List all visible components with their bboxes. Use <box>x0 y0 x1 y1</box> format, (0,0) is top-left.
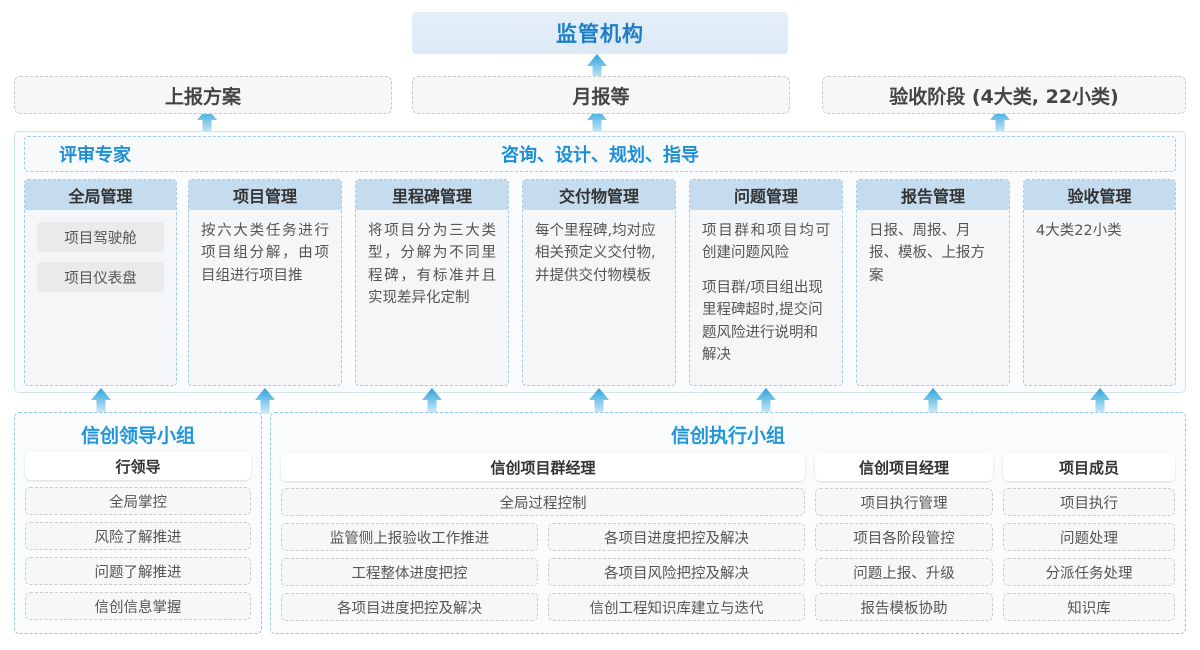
pm-task-1: 项目各阶段管控 <box>815 523 993 551</box>
leader-task-2: 问题了解推进 <box>25 557 251 585</box>
leader-group-title: 信创领导小组 <box>80 425 195 447</box>
pgm-task-row-2: 工程整体进度把控 各项目风险把控及解决 <box>281 558 805 586</box>
leader-task-0: 全局掌控 <box>25 487 251 515</box>
regulator-box: 监管机构 <box>412 12 788 54</box>
channel-box-plan: 上报方案 <box>14 76 392 114</box>
pill-dashboard: 项目仪表盘 <box>37 262 164 292</box>
member-task-1: 问题处理 <box>1003 523 1175 551</box>
regulator-label: 监管机构 <box>556 22 644 46</box>
pgm-left-task-0: 监管侧上报验收工作推进 <box>281 523 538 551</box>
mgmt-body-project: 按六大类任务进行项目组分解，由项目组进行项目推 <box>189 210 341 287</box>
mgmt-body-milestone: 将项目分为三大类型，分解为不同里程碑，有标准并且实现差异化定制 <box>356 210 508 310</box>
mgmt-text-report: 日报、周报、月报、模板、上报方案 <box>869 223 985 284</box>
mgmt-text-issue-1: 项目群和项目均可创建问题风险 <box>702 223 830 262</box>
mgmt-column-milestone: 里程碑管理 将项目分为三大类型，分解为不同里程碑，有标准并且实现差异化定制 <box>355 179 509 386</box>
mgmt-column-acceptance: 验收管理 4大类22小类 <box>1023 179 1176 386</box>
channel-label-accept: 验收阶段 (4大类, 22小类) <box>889 85 1119 108</box>
mgmt-body-global: 项目驾驶舱 项目仪表盘 <box>25 210 176 292</box>
mgmt-body-acceptance: 4大类22小类 <box>1024 210 1175 242</box>
mgmt-body-deliverable: 每个里程碑,均对应相关预定义交付物,并提供交付物模板 <box>523 210 675 287</box>
mgmt-column-issue: 问题管理 项目群和项目均可创建问题风险 项目群/项目组出现里程碑超时,提交问题风… <box>689 179 843 386</box>
pm-task-2: 问题上报、升级 <box>815 558 993 586</box>
mgmt-column-report: 报告管理 日报、周报、月报、模板、上报方案 <box>856 179 1010 386</box>
leader-group-body: 行领导 全局掌控 风险了解推进 问题了解推进 信创信息掌握 <box>15 452 261 620</box>
arrow-up-icon-col7 <box>1089 388 1111 414</box>
channel-label-month: 月报等 <box>572 85 630 108</box>
leader-group-panel: 信创领导小组 行领导 全局掌控 风险了解推进 问题了解推进 信创信息掌握 <box>14 412 262 634</box>
middle-header-band: 评审专家 咨询、设计、规划、指导 <box>24 136 1176 172</box>
mgmt-text-deliverable: 每个里程碑,均对应相关预定义交付物,并提供交付物模板 <box>535 223 656 284</box>
pgm-right-task-0: 各项目进度把控及解决 <box>548 523 805 551</box>
mgmt-title-issue: 问题管理 <box>690 180 842 210</box>
mgmt-body-report: 日报、周报、月报、模板、上报方案 <box>857 210 1009 287</box>
member-task-2: 分派任务处理 <box>1003 558 1175 586</box>
pm-task-0: 项目执行管理 <box>815 488 993 516</box>
mgmt-title-deliverable: 交付物管理 <box>523 180 675 210</box>
pill-cockpit: 项目驾驶舱 <box>37 222 164 252</box>
arrow-up-icon-col6 <box>922 388 944 414</box>
exec-group-columns: 信创项目群经理 全局过程控制 监管侧上报验收工作推进 各项目进度把控及解决 工程… <box>281 453 1175 621</box>
exec-column-project-member: 项目成员 项目执行 问题处理 分派任务处理 知识库 <box>1003 453 1175 621</box>
leader-task-1: 风险了解推进 <box>25 522 251 550</box>
arrow-up-icon-col4 <box>588 388 610 414</box>
review-expert-label: 评审专家 <box>59 145 131 166</box>
mgmt-text-acceptance: 4大类22小类 <box>1036 223 1122 239</box>
channel-box-accept: 验收阶段 (4大类, 22小类) <box>822 76 1186 114</box>
mgmt-column-global: 全局管理 项目驾驶舱 项目仪表盘 <box>24 179 177 386</box>
member-task-0: 项目执行 <box>1003 488 1175 516</box>
channel-box-month: 月报等 <box>412 76 790 114</box>
role-head-bank-leader: 行领导 <box>25 452 251 480</box>
arrow-up-icon-col1 <box>90 388 112 414</box>
leader-task-3: 信创信息掌握 <box>25 592 251 620</box>
mgmt-title-report: 报告管理 <box>857 180 1009 210</box>
mgmt-column-deliverable: 交付物管理 每个里程碑,均对应相关预定义交付物,并提供交付物模板 <box>522 179 676 386</box>
mgmt-title-global: 全局管理 <box>25 180 176 210</box>
arrow-up-icon-month-to-regulator <box>586 54 608 80</box>
exec-column-project-manager: 信创项目经理 项目执行管理 项目各阶段管控 问题上报、升级 报告模板协助 <box>815 453 993 621</box>
mgmt-text-project: 按六大类任务进行项目组分解，由项目组进行项目推 <box>201 223 329 284</box>
role-head-program-manager: 信创项目群经理 <box>281 453 805 481</box>
arrow-up-icon-col5 <box>755 388 777 414</box>
exec-column-program-manager: 信创项目群经理 全局过程控制 监管侧上报验收工作推进 各项目进度把控及解决 工程… <box>281 453 805 621</box>
arrow-up-icon-month <box>586 108 608 134</box>
pgm-task-row-1: 监管侧上报验收工作推进 各项目进度把控及解决 <box>281 523 805 551</box>
mgmt-title-acceptance: 验收管理 <box>1024 180 1175 210</box>
mgmt-title-project: 项目管理 <box>189 180 341 210</box>
pgm-right-task-1: 各项目风险把控及解决 <box>548 558 805 586</box>
pgm-left-task-1: 工程整体进度把控 <box>281 558 538 586</box>
arrow-up-icon-col3 <box>421 388 443 414</box>
arrow-up-icon-accept <box>989 108 1011 134</box>
role-head-project-member: 项目成员 <box>1003 453 1175 481</box>
exec-group-title: 信创执行小组 <box>670 425 785 447</box>
mgmt-text-issue-2: 项目群/项目组出现里程碑超时,提交问题风险进行说明和解决 <box>702 279 823 364</box>
role-head-project-manager: 信创项目经理 <box>815 453 993 481</box>
mgmt-title-milestone: 里程碑管理 <box>356 180 508 210</box>
mgmt-text-milestone: 将项目分为三大类型，分解为不同里程碑，有标准并且实现差异化定制 <box>368 223 496 307</box>
consulting-label: 咨询、设计、规划、指导 <box>501 145 699 166</box>
arrow-up-icon-plan <box>196 108 218 134</box>
arrow-up-icon-col2 <box>254 388 276 414</box>
pgm-right-task-2: 信创工程知识库建立与迭代 <box>548 593 805 621</box>
channel-label-plan: 上报方案 <box>164 85 241 108</box>
pm-task-3: 报告模板协助 <box>815 593 993 621</box>
member-task-3: 知识库 <box>1003 593 1175 621</box>
exec-group-panel: 信创执行小组 信创项目群经理 全局过程控制 监管侧上报验收工作推进 各项目进度把… <box>270 412 1186 634</box>
mgmt-column-project: 项目管理 按六大类任务进行项目组分解，由项目组进行项目推 <box>188 179 342 386</box>
pgm-left-task-2: 各项目进度把控及解决 <box>281 593 538 621</box>
mgmt-body-issue: 项目群和项目均可创建问题风险 项目群/项目组出现里程碑超时,提交问题风险进行说明… <box>690 210 842 367</box>
pgm-task-global: 全局过程控制 <box>281 488 805 516</box>
pgm-task-row-3: 各项目进度把控及解决 信创工程知识库建立与迭代 <box>281 593 805 621</box>
